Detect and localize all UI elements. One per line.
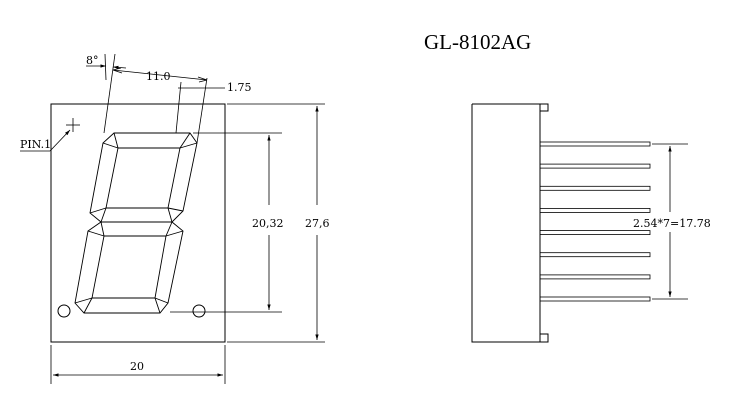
pin-2 [539, 163, 651, 169]
pin-7 [539, 274, 651, 280]
mounting-hole-left [57, 304, 71, 318]
side-body-outline [471, 103, 549, 343]
body-height-label: 27,6 [305, 217, 330, 230]
part-number-title: GL-8102AG [424, 30, 531, 54]
segment-lower-inner [91, 235, 167, 299]
segment-upper-inner [105, 147, 181, 209]
slant-ext-line-2 [196, 77, 208, 144]
pin-6 [539, 252, 651, 258]
slant-ext-line-3 [175, 81, 182, 134]
vertical-ref-line [104, 53, 107, 81]
pin-8 [539, 296, 651, 302]
side-view: 2.54*7=17.78 [471, 103, 711, 343]
pin1-label: PIN.1 [20, 138, 51, 151]
segment-thickness-label: 1.75 [227, 81, 252, 94]
pin-group [539, 141, 651, 302]
pin-3 [539, 185, 651, 191]
pin-pitch-label: 2.54*7=17.78 [633, 217, 711, 230]
body-width-label: 20 [130, 360, 144, 373]
seven-segment-digit [74, 132, 198, 314]
digit-height-label: 20,32 [252, 217, 284, 230]
mounting-hole-right [192, 304, 206, 318]
pin-5 [539, 230, 651, 236]
pin-1 [539, 141, 651, 147]
segment-width-label: 11.0 [146, 70, 171, 83]
pin-4 [539, 207, 651, 213]
angle-label: 8° [86, 54, 99, 67]
front-view: PIN.1 8° 11.0 1.75 20,32 27,6 [20, 53, 330, 384]
dim-line-segment-width [112, 69, 208, 81]
display-body-outline [50, 103, 226, 343]
